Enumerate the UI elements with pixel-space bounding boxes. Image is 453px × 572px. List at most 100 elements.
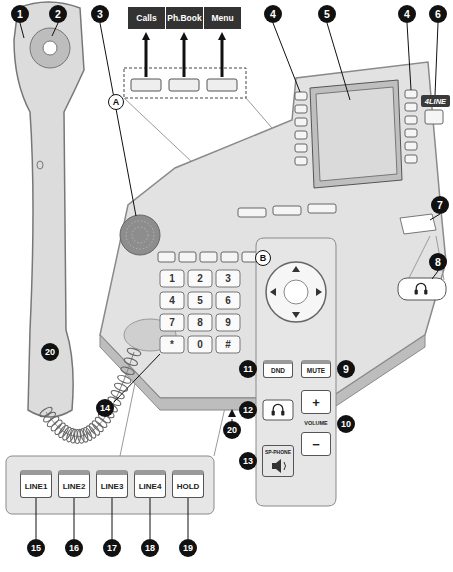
handset	[30, 28, 70, 68]
button-text: LINE2	[63, 482, 86, 491]
button-text: DND	[271, 367, 285, 374]
keypad-key	[216, 270, 240, 287]
control-key-zoom	[272, 459, 281, 473]
callout-number: 19	[179, 539, 197, 557]
side-button	[425, 110, 443, 124]
speaker-grille	[132, 227, 148, 243]
keypad-digit: 6	[218, 293, 238, 308]
callout-letter: B	[255, 250, 271, 266]
leader-line	[112, 498, 113, 539]
softkey-label: Menu	[204, 7, 242, 29]
side-button	[295, 144, 307, 152]
control-key-zoom	[256, 238, 336, 506]
button-text: LINE3	[101, 482, 124, 491]
side-button	[405, 142, 417, 150]
softkey-zoom	[169, 79, 199, 91]
card-slot	[400, 214, 436, 234]
leader-line	[232, 413, 233, 421]
cord-coil	[91, 419, 105, 433]
button-text: LINE4	[139, 482, 162, 491]
mute-button: MUTE	[301, 360, 331, 378]
handset	[14, 2, 84, 417]
control-key-zoom	[263, 400, 293, 420]
leader-line	[20, 23, 440, 539]
side-button	[405, 129, 417, 137]
softkey-label: Ph.Book	[166, 7, 204, 29]
side-button	[295, 118, 307, 126]
leader-line	[435, 23, 438, 95]
callout-number: 13	[239, 452, 257, 470]
control-key-zoom	[292, 266, 300, 272]
speaker-grille	[126, 221, 154, 249]
callout-number: 8	[429, 253, 447, 271]
callout-number: 2	[49, 5, 67, 23]
side-button	[295, 157, 307, 165]
keypad-digit: 9	[218, 315, 238, 330]
callout-number: 17	[103, 539, 121, 557]
keypad-digit: #	[218, 337, 238, 352]
base-line-button	[158, 252, 175, 262]
card-slot	[400, 214, 436, 234]
leader-line	[188, 498, 189, 539]
control-key-zoom	[316, 288, 322, 296]
headset-jack	[398, 278, 446, 300]
display-screen	[310, 80, 402, 188]
leader-line	[20, 23, 24, 38]
callout-number: 6	[429, 5, 447, 23]
callout-number: 14	[96, 399, 114, 417]
soft-key	[308, 204, 336, 213]
leader-line	[432, 271, 438, 279]
side-button	[405, 90, 417, 98]
keypad-key	[160, 270, 184, 287]
keypad-digit: 3	[218, 271, 238, 286]
callout-number: 12	[239, 401, 257, 419]
speaker-grille	[120, 215, 160, 255]
pointer-arrow	[146, 36, 222, 77]
callout-number: 1	[11, 5, 29, 23]
callout-number: 4	[264, 5, 282, 23]
callout-number: 18	[141, 539, 159, 557]
base-line-button	[179, 252, 196, 262]
control-key-zoom	[270, 288, 276, 296]
cord-coil	[126, 347, 141, 357]
callout-number: 9	[337, 360, 355, 378]
button-text: SP-PHONE	[265, 449, 291, 455]
line-button: LINE2	[58, 470, 90, 498]
leader-line	[36, 498, 37, 539]
handset	[43, 41, 57, 55]
display-screen	[316, 87, 397, 181]
keypad-key	[216, 336, 240, 353]
line-button: LINE1	[20, 470, 52, 498]
keypad-digit: 7	[162, 315, 182, 330]
base-line-button	[200, 252, 217, 262]
callout-number: 10	[337, 415, 355, 433]
speakerphone-button: SP-PHONE	[262, 445, 294, 477]
headset-jack	[415, 283, 428, 294]
keypad-key	[216, 314, 240, 331]
line-button: LINE4	[134, 470, 166, 498]
dnd-button: DND	[263, 360, 293, 378]
button-text: Calls	[136, 13, 156, 23]
button-text: LINE1	[25, 482, 48, 491]
handset-cord	[39, 347, 142, 444]
keypad-digit: *	[162, 337, 182, 352]
keypad-key	[188, 270, 212, 287]
line-logo: 4LINE	[421, 95, 450, 107]
leader-line	[430, 214, 440, 220]
control-key-zoom	[256, 238, 336, 506]
callout-number: 20	[41, 343, 59, 361]
base-line-button	[221, 252, 238, 262]
callout-number: 7	[431, 196, 449, 214]
volume-text: VOLUME	[301, 416, 331, 430]
softkey-zoom	[131, 79, 161, 91]
pointer-arrow	[221, 36, 224, 77]
button-text: Ph.Book	[167, 13, 201, 23]
soft-key	[238, 204, 336, 217]
side-button	[405, 155, 417, 163]
side-button	[405, 103, 417, 111]
leader-line	[407, 23, 411, 90]
pointer-arrow	[183, 36, 186, 77]
callout-number: 11	[239, 360, 257, 378]
